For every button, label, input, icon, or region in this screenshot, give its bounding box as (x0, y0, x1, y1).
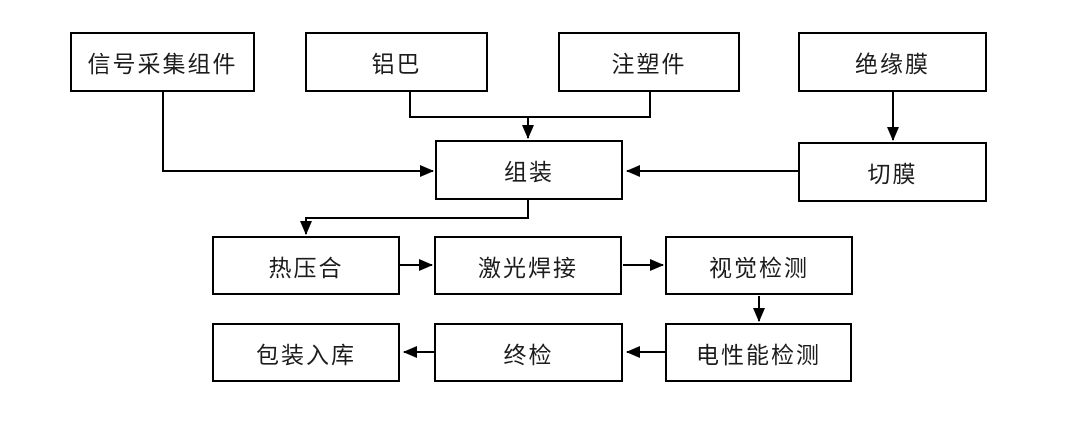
node-label: 包装入库 (256, 342, 356, 368)
node-label: 信号采集组件 (87, 52, 238, 77)
node-label: 电性能检测 (696, 342, 821, 368)
node-label: 视觉检测 (709, 255, 809, 281)
node-label: 切膜 (867, 162, 918, 187)
edge-aluminum-busbar-merge (409, 91, 529, 118)
node-label: 热压合 (268, 255, 344, 281)
node-insulation-film: 绝缘膜 (798, 32, 987, 92)
node-label: 激光焊接 (478, 255, 578, 281)
node-packaging-warehousing: 包装入库 (212, 323, 400, 382)
edge-injection-molded-merge (527, 91, 651, 118)
node-laser-welding: 激光焊接 (434, 236, 622, 295)
node-final-inspection: 终检 (434, 323, 623, 382)
node-label: 终检 (503, 342, 554, 368)
node-injection-molded-part: 注塑件 (558, 32, 740, 92)
node-label: 绝缘膜 (855, 52, 930, 77)
edge-assembly-to-hotpressing (300, 200, 529, 235)
node-visual-inspection: 视觉检测 (665, 236, 853, 295)
edge-signal-to-assembly (162, 92, 434, 177)
node-aluminum-busbar: 铝巴 (305, 32, 488, 92)
node-label: 铝巴 (371, 52, 422, 77)
node-signal-acquisition-assembly: 信号采集组件 (70, 32, 255, 92)
node-label: 注塑件 (611, 52, 687, 77)
node-electrical-performance-test: 电性能检测 (665, 323, 852, 382)
node-film-cutting: 切膜 (798, 142, 987, 202)
node-hot-pressing: 热压合 (212, 236, 400, 295)
node-label: 组装 (504, 160, 554, 185)
node-assembly: 组装 (435, 140, 623, 200)
